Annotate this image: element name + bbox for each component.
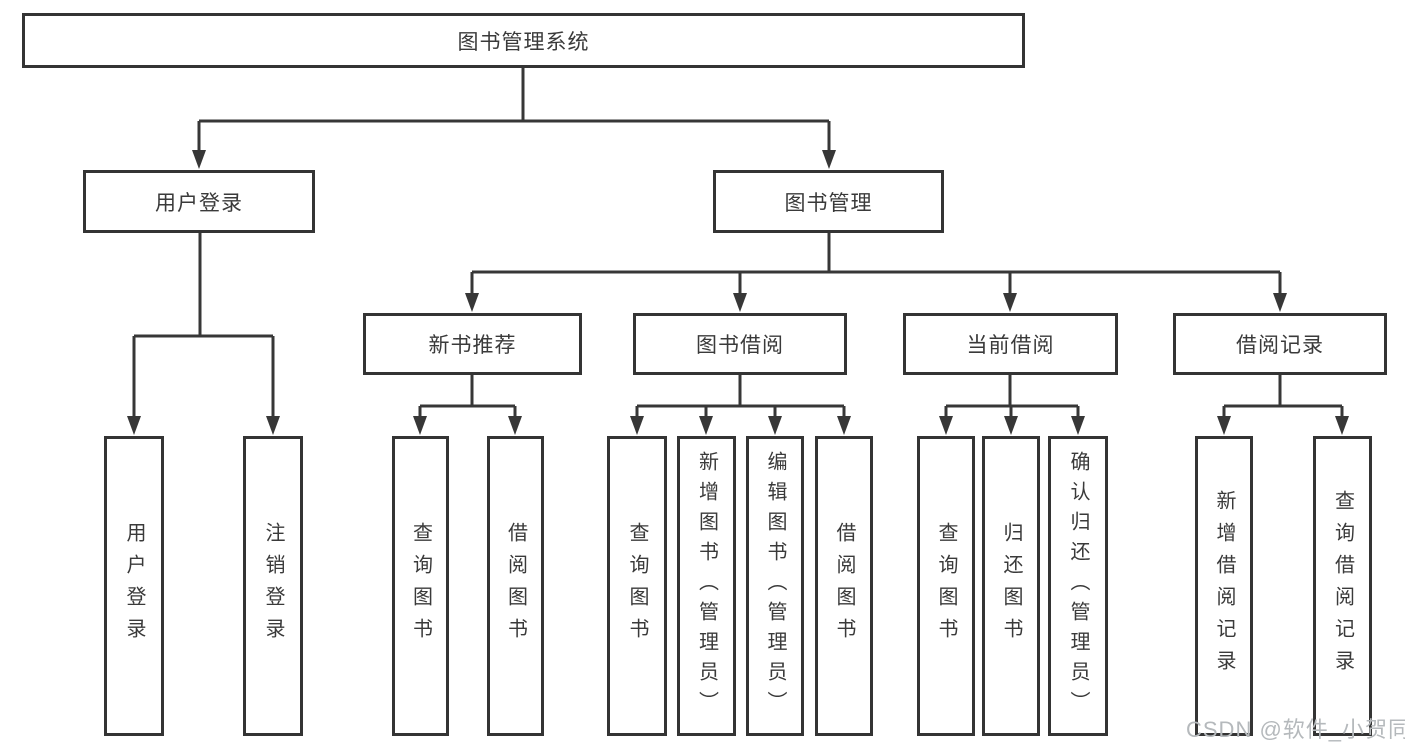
leaf-logout: 注销登录 <box>243 436 303 736</box>
leaf-bb-add-book: 新增图书（管理员） <box>677 436 736 736</box>
node-current-borrow-label: 当前借阅 <box>966 334 1055 357</box>
leaf-bb-borrow-book: 借阅图书 <box>815 436 873 736</box>
leaf-nbr-borrow-book-label: 借阅图书 <box>504 522 527 650</box>
leaf-bb-query-book: 查询图书 <box>607 436 667 736</box>
leaf-bb-edit-book: 编辑图书（管理员） <box>746 436 804 736</box>
leaf-br-query-record: 查询借阅记录 <box>1313 436 1372 736</box>
connector-bookmgmt-to-level3 <box>465 233 1287 312</box>
node-book-borrow: 图书借阅 <box>633 313 847 375</box>
leaf-cb-return-book: 归还图书 <box>982 436 1040 736</box>
leaf-cb-confirm-return-label: 确认归还（管理员） <box>1067 451 1089 721</box>
node-new-book-recommend-label: 新书推荐 <box>428 334 517 357</box>
node-user-login: 用户登录 <box>83 170 315 233</box>
leaf-nbr-query-book-label: 查询图书 <box>409 522 432 650</box>
connector-root-to-level2 <box>192 68 836 169</box>
node-book-borrow-label: 图书借阅 <box>696 334 784 357</box>
connector-newbookrec-to-leaves <box>413 375 522 435</box>
leaf-user-login-label: 用户登录 <box>123 522 145 650</box>
leaf-user-login: 用户登录 <box>104 436 164 736</box>
csdn-watermark: CSDN @软件_小贺同学 <box>1186 717 1405 742</box>
leaf-br-query-record-label: 查询借阅记录 <box>1331 490 1354 682</box>
node-book-mgmt-label: 图书管理 <box>784 191 873 215</box>
leaf-br-add-record: 新增借阅记录 <box>1195 436 1253 736</box>
node-current-borrow: 当前借阅 <box>903 313 1118 375</box>
node-borrow-records-label: 借阅记录 <box>1236 334 1324 357</box>
node-user-login-label: 用户登录 <box>155 191 243 215</box>
leaf-nbr-query-book: 查询图书 <box>392 436 449 736</box>
leaf-cb-query-book: 查询图书 <box>917 436 975 736</box>
node-book-mgmt: 图书管理 <box>713 170 944 233</box>
node-borrow-records: 借阅记录 <box>1173 313 1387 375</box>
leaf-bb-add-book-label: 新增图书（管理员） <box>695 451 718 721</box>
connector-borrowrecords-to-leaves <box>1217 375 1349 435</box>
leaf-bb-borrow-book-label: 借阅图书 <box>833 522 855 650</box>
connector-userlogin-to-leaves <box>127 233 280 435</box>
leaf-logout-label: 注销登录 <box>262 522 284 650</box>
leaf-cb-query-book-label: 查询图书 <box>935 522 957 650</box>
node-new-book-recommend: 新书推荐 <box>363 313 582 375</box>
leaf-cb-return-book-label: 归还图书 <box>1000 522 1022 650</box>
leaf-cb-confirm-return: 确认归还（管理员） <box>1048 436 1108 736</box>
leaf-br-add-record-label: 新增借阅记录 <box>1213 490 1235 682</box>
node-root-label: 图书管理系统 <box>457 30 590 54</box>
node-root: 图书管理系统 <box>22 13 1025 68</box>
leaf-nbr-borrow-book: 借阅图书 <box>487 436 544 736</box>
connector-currentborrow-to-leaves <box>939 375 1085 435</box>
leaf-bb-edit-book-label: 编辑图书（管理员） <box>764 451 786 721</box>
leaf-bb-query-book-label: 查询图书 <box>626 522 648 650</box>
connector-bookborrow-to-leaves <box>630 375 851 435</box>
